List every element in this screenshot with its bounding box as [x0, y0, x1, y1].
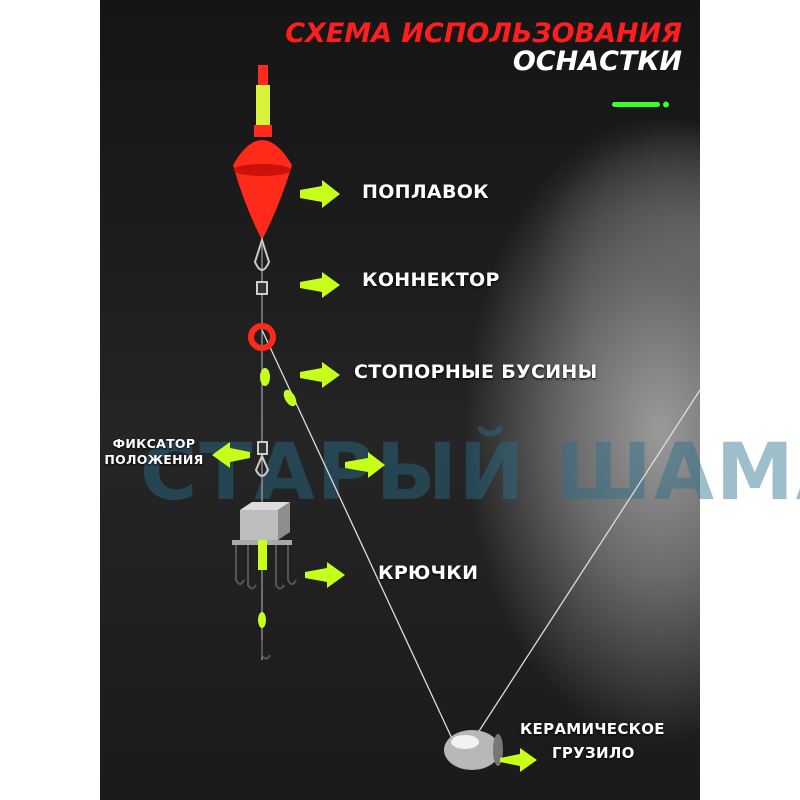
title-line-1: СХЕМА ИСПОЛЬЗОВАНИЯ [285, 18, 682, 49]
label-sinker-line1: КЕРАМИЧЕСКОЕ [520, 720, 665, 738]
bead-icon [283, 389, 297, 407]
arrow-right-icon [300, 272, 340, 298]
arrows [212, 180, 537, 772]
arrow-left-icon [212, 442, 250, 468]
arrow-right-icon [345, 452, 385, 478]
background-photo [100, 0, 700, 800]
label-position-lock-line2: ПОЛОЖЕНИЯ [104, 452, 204, 467]
arrow-right-icon [300, 180, 340, 208]
watermark: СТАРЫЙ ШАМАН [140, 428, 800, 518]
arrow-right-icon [300, 362, 340, 388]
title-line-2: ОСНАСТКИ [512, 46, 682, 77]
bead-icon [260, 368, 270, 386]
label-hooks: КРЮЧКИ [378, 562, 479, 584]
cast-line [469, 389, 701, 746]
ceramic-sinker-icon [444, 730, 503, 770]
stopper-ring-icon [248, 323, 276, 351]
label-position-lock-line1: ФИКСАТОР [112, 436, 196, 451]
arrow-right-icon [500, 748, 537, 772]
connector-icon [253, 236, 271, 295]
float-icon [233, 65, 292, 240]
hooks-icon [235, 545, 297, 660]
position-lock-icon [254, 441, 270, 477]
label-float: ПОПЛАВОК [362, 181, 490, 203]
label-connector: КОННЕКТОР [362, 269, 500, 291]
arrow-right-icon [305, 562, 345, 588]
label-sinker-line2: ГРУЗИЛО [552, 744, 635, 762]
decor-dot [663, 101, 669, 108]
decor-dash [612, 102, 660, 107]
feeder-cube-icon [232, 502, 292, 570]
label-stopper-beads: СТОПОРНЫЕ БУСИНЫ [354, 361, 598, 383]
label-position-lock: ФИКСАТОР ПОЛОЖЕНИЯ [104, 436, 204, 468]
